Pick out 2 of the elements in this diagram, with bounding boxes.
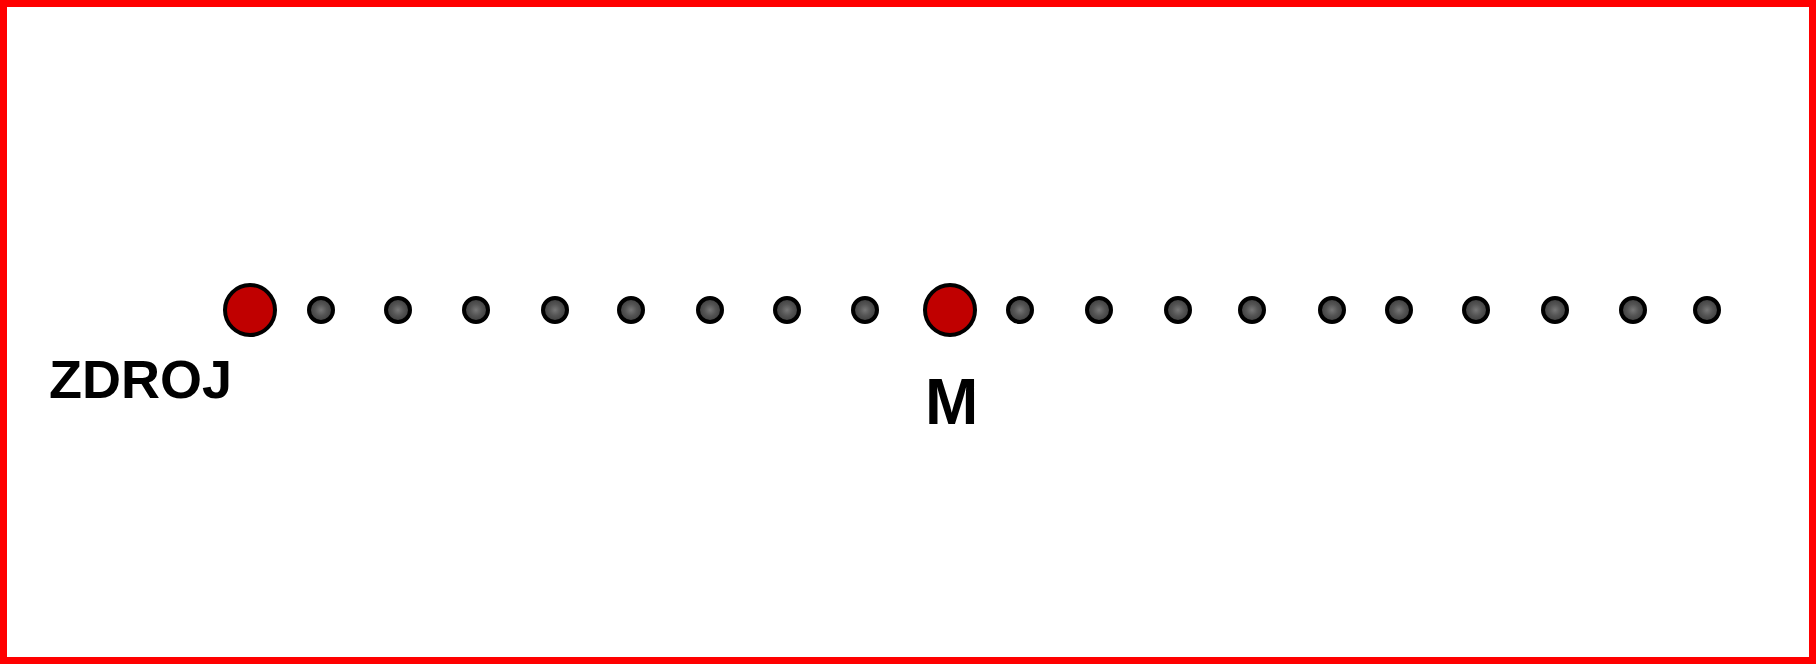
point-label: M: [925, 370, 979, 434]
source-label: ZDROJ: [49, 352, 232, 406]
